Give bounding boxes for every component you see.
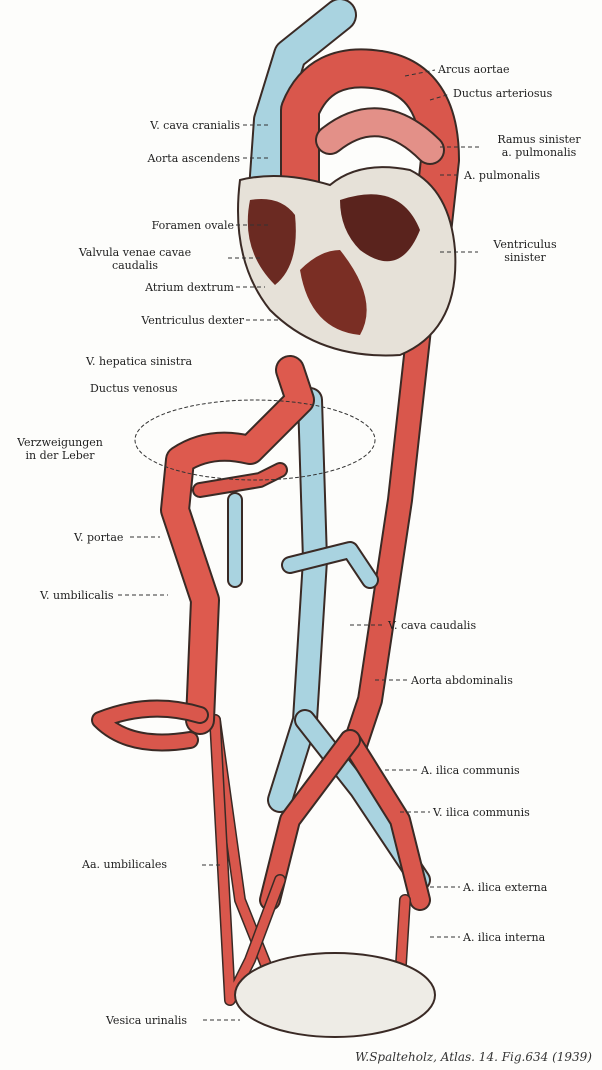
label-line: Ramus sinister — [497, 133, 581, 146]
right-ventricle-chamber — [300, 250, 367, 335]
label-line: Verzweigungen — [17, 436, 103, 449]
label-v-portae: V. portae — [74, 531, 124, 544]
label-line: in der Leber — [25, 449, 95, 462]
left-ventricle-chamber — [340, 194, 420, 262]
label-ventriculus-dexter: Ventriculus dexter — [141, 314, 244, 327]
label-ductus-arteriosus: Ductus arteriosus — [453, 87, 553, 100]
label-a-pulmonalis: A. pulmonalis — [464, 169, 540, 182]
label-line: a. pulmonalis — [501, 146, 577, 159]
label-v-cava-caudalis: V. cava caudalis — [388, 619, 477, 632]
label-aorta-abdominalis: Aorta abdominalis — [411, 674, 513, 687]
label-arcus-aortae: Arcus aortae — [438, 63, 510, 76]
right-atrium-chamber — [247, 199, 296, 285]
label-v-cava-cranialis: V. cava cranialis — [150, 119, 240, 132]
label-aa-umbilicales: Aa. umbilicales — [82, 858, 167, 871]
label-atrium-dextrum: Atrium dextrum — [145, 281, 234, 294]
leader-lines — [118, 69, 480, 1021]
label-aorta-ascendens: Aorta ascendens — [147, 152, 240, 165]
label-ductus-venosus: Ductus venosus — [90, 382, 178, 395]
bladder-shape — [234, 952, 436, 1038]
label-line: caudalis — [111, 259, 159, 272]
figure-caption: W.Spalteholz, Atlas. 14. Fig.634 (1939) — [355, 1050, 592, 1064]
label-foramen-ovale: Foramen ovale — [151, 219, 234, 232]
label-line: Ventriculus — [493, 238, 557, 251]
label-v-umbilicalis: V. umbilicalis — [40, 589, 114, 602]
label-a-ilica-interna: A. ilica interna — [463, 931, 546, 944]
label-vesica-urinalis: Vesica urinalis — [106, 1014, 188, 1027]
label-a-ilica-communis: A. ilica communis — [421, 764, 520, 777]
liver-outline — [134, 399, 376, 481]
label-line: sinister — [504, 251, 546, 264]
label-v-hepatica-sinistra: V. hepatica sinistra — [86, 355, 193, 368]
label-a-ilica-externa: A. ilica externa — [463, 881, 548, 894]
label-line: Valvula venae cavae — [78, 246, 192, 259]
label-v-ilica-communis: V. ilica communis — [433, 806, 530, 819]
